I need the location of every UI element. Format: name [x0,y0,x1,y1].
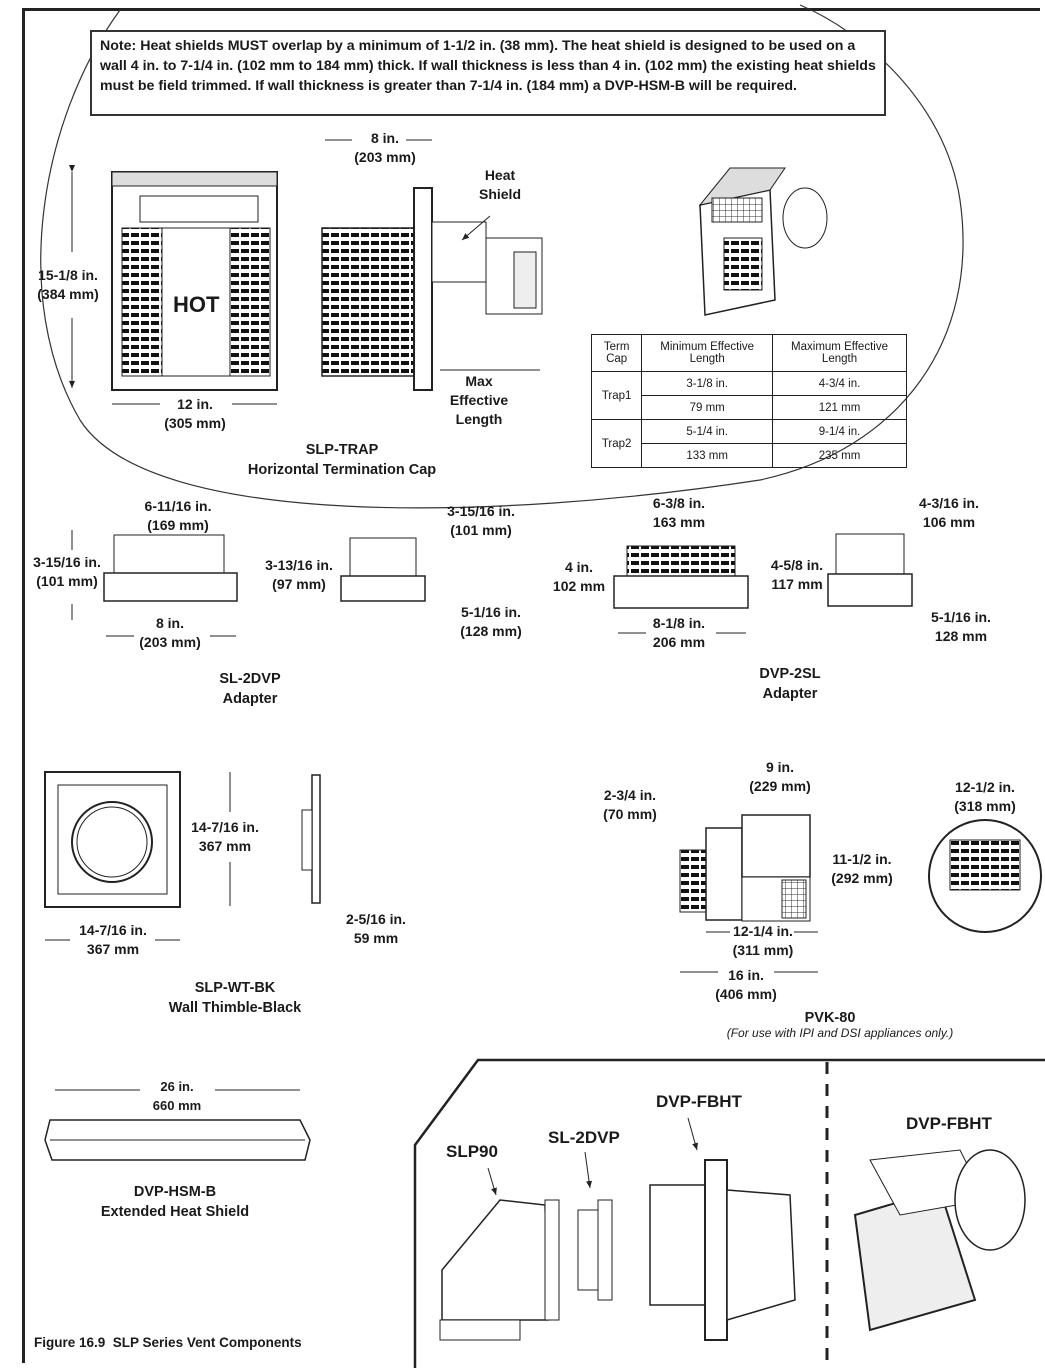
sl2dvp-front-view [103,534,238,602]
assembly-panel-border [413,1058,1045,1368]
thimble-depth-dim: 2-5/16 in.59 mm [346,911,406,946]
table-cell: Trap2 [590,419,643,468]
dvp-fbht-part [649,1159,796,1341]
dvp2sl-side-top-dim: 4-3/16 in.106 mm [919,495,979,530]
pvk80-d-dim: 12-1/4 in.(311 mm) [732,923,794,958]
sl2dvp-width-dim: 8 in.(203 mm) [139,615,201,650]
table-cell: 5-1/4 in. [641,419,774,444]
fbht-assembly-label: DVP-FBHT [656,1092,742,1111]
slp-trap-depth: 8 in.(203 mm) [354,130,416,165]
sl2dvp-part [577,1199,613,1301]
table-cell: 3-1/8 in. [641,371,774,396]
dvp-fbht-isometric [853,1149,1026,1332]
slp-trap-width: 12 in.(305 mm) [164,396,226,431]
dvp2sl-side-width-dim: 5-1/16 in.128 mm [931,609,991,644]
pvk80-b-dim: 9 in.(229 mm) [749,759,811,794]
hot-label: HOT [173,292,220,317]
wall-thimble-side [301,774,321,904]
pvk80-f-dim: 12-1/2 in.(318 mm) [954,779,1016,814]
slp-trap-height: 15-1/8 in.(384 mm) [37,267,99,302]
slp90-elbow [439,1199,560,1341]
table-header: Maximum Effective Length [772,334,907,372]
slp-trap-side-view [321,187,543,391]
pvk80-title: PVK-80 [804,1010,856,1026]
thimble-width-dim: 14-7/16 in.367 mm [79,922,147,957]
dvp2sl-side-height-dim: 4-5/8 in.117 mm [770,557,824,592]
dvp-hsmb-shield [44,1119,311,1161]
pvk80-e-dim: 16 in.(406 mm) [715,967,777,1002]
table-cell: 9-1/4 in. [772,419,907,444]
dvp2sl-height-dim: 4 in.102 mm [552,559,606,594]
hand-drawn-loop [40,4,964,509]
pvk80-subtitle: (For use with IPI and DSI appliances onl… [726,1026,954,1040]
table-cell: 235 mm [772,443,907,468]
table-header: Minimum Effective Length [641,334,774,372]
sl2dvp-top-dim: 6-11/16 in.(169 mm) [144,498,212,533]
pvk80-front-view [928,819,1042,933]
pvk80-c-dim: 11-1/2 in.(292 mm) [831,851,893,886]
slp90-label: SLP90 [446,1142,498,1161]
sl2dvp-side-height-dim: 3-13/16 in.(97 mm) [265,557,333,592]
table-cell: 133 mm [641,443,774,468]
term-cap-table: Term Cap Minimum Effective Length Maximu… [590,334,907,468]
sl2dvp-side-width-dim: 5-1/16 in.(128 mm) [460,604,522,639]
table-cell: 79 mm [641,395,774,420]
dvp2sl-top-dim: 6-3/8 in.163 mm [652,495,706,530]
table-cell: Trap1 [590,371,643,420]
hsmb-length-dim: 26 in.660 mm [152,1079,202,1113]
dvp2sl-width-dim: 8-1/8 in.206 mm [652,615,706,650]
sl2dvp-side-view [340,537,426,602]
table-cell: 4-3/4 in. [772,371,907,396]
sl2dvp-height-dim: 3-15/16 in.(101 mm) [33,554,101,589]
figure-caption: Figure 16.9 SLP Series Vent Components [34,1335,302,1350]
page-frame [22,8,1040,1363]
table-cell: 121 mm [772,395,907,420]
pvk80-a-dim: 2-3/4 in.(70 mm) [603,787,657,822]
dvp2sl-front-view [613,545,749,609]
sl2dvp-assembly-label: SL-2DVP [548,1128,620,1147]
wall-thimble-front [44,771,181,908]
heat-shield-note: Note: Heat shields MUST overlap by a min… [90,30,886,116]
dvp2sl-side-view [827,533,913,607]
slp-trap-front-view [111,171,278,391]
vent-cap-isometric [698,167,828,316]
thimble-height-dim: 14-7/16 in.367 mm [191,819,259,854]
table-header: Term Cap [590,334,643,372]
fbht-iso-label: DVP-FBHT [906,1114,992,1133]
pvk80-side-view [679,814,811,922]
sl2dvp-side-top-dim: 3-15/16 in.(101 mm) [447,503,515,538]
